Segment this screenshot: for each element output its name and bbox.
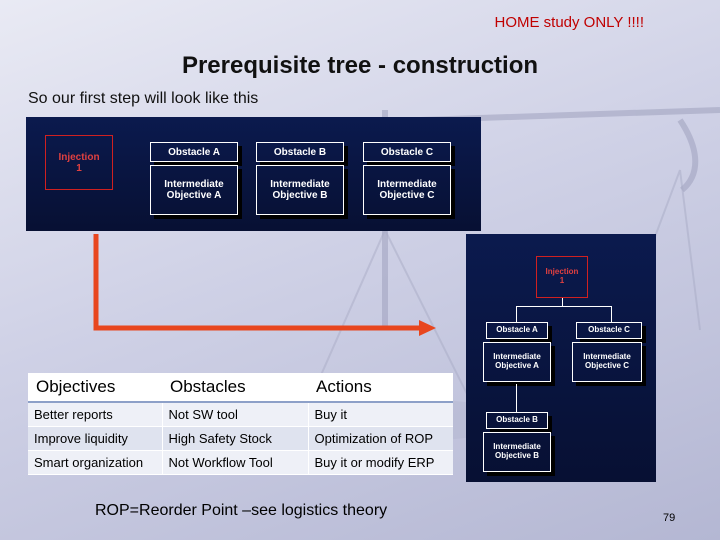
table-cell: Smart organization [28,450,163,475]
table-row: Smart organization Not Workflow Tool Buy… [28,450,453,475]
obstacle-a-box: Obstacle A [150,142,238,162]
prerequisite-tree-result-diagram: Injection 1 Obstacle A Obstacle C Interm… [466,234,656,482]
connector-line [611,306,612,322]
connector-line [562,298,563,306]
objectives-obstacles-actions-table: Objectives Obstacles Actions Better repo… [28,373,453,475]
intermediate-objective-b-box: Intermediate Objective B [256,165,344,215]
table-row: Improve liquidity High Safety Stock Opti… [28,426,453,451]
home-study-warning: HOME study ONLY !!!! [494,14,645,31]
intermediate-objective-c-box-right: Intermediate Objective C [572,342,642,382]
table-cell: Buy it or modify ERP [308,450,453,475]
table-cell: Better reports [28,402,163,427]
obstacle-c-box: Obstacle C [363,142,451,162]
connector-line [516,306,612,307]
table-cell: Not SW tool [162,402,309,427]
column-header-obstacles: Obstacles [162,373,308,403]
table-cell: Buy it [308,402,453,427]
intermediate-objective-a-box-right: Intermediate Objective A [483,342,551,382]
column-header-objectives: Objectives [28,373,162,403]
table-cell: Improve liquidity [28,426,163,451]
table-header-row: Objectives Obstacles Actions [28,373,453,403]
injection-box-right: Injection 1 [536,256,588,298]
prerequisite-tree-first-step-diagram: Injection 1 Obstacle A Obstacle B Obstac… [26,117,481,231]
obstacle-b-box-right: Obstacle B [486,412,548,429]
column-header-actions: Actions [308,373,453,403]
connector-line [516,384,517,412]
intermediate-objective-c-box: Intermediate Objective C [363,165,451,215]
connector-line [516,306,517,322]
rop-footnote: ROP=Reorder Point –see logistics theory [95,502,388,519]
obstacle-a-box-right: Obstacle A [486,322,548,339]
table-cell: High Safety Stock [162,426,309,451]
table-cell: Optimization of ROP [308,426,453,451]
obstacle-c-box-right: Obstacle C [576,322,642,339]
page-number: 79 [663,512,676,524]
intermediate-objective-b-box-right: Intermediate Objective B [483,432,551,472]
page-title: Prerequisite tree - construction [181,52,539,79]
table-cell: Not Workflow Tool [162,450,309,475]
obstacle-b-box: Obstacle B [256,142,344,162]
injection-box: Injection 1 [45,135,113,190]
page-subtitle: So our first step will look like this [28,90,259,107]
intermediate-objective-a-box: Intermediate Objective A [150,165,238,215]
table-row: Better reports Not SW tool Buy it [28,402,453,427]
elbow-arrow-icon [93,234,436,336]
